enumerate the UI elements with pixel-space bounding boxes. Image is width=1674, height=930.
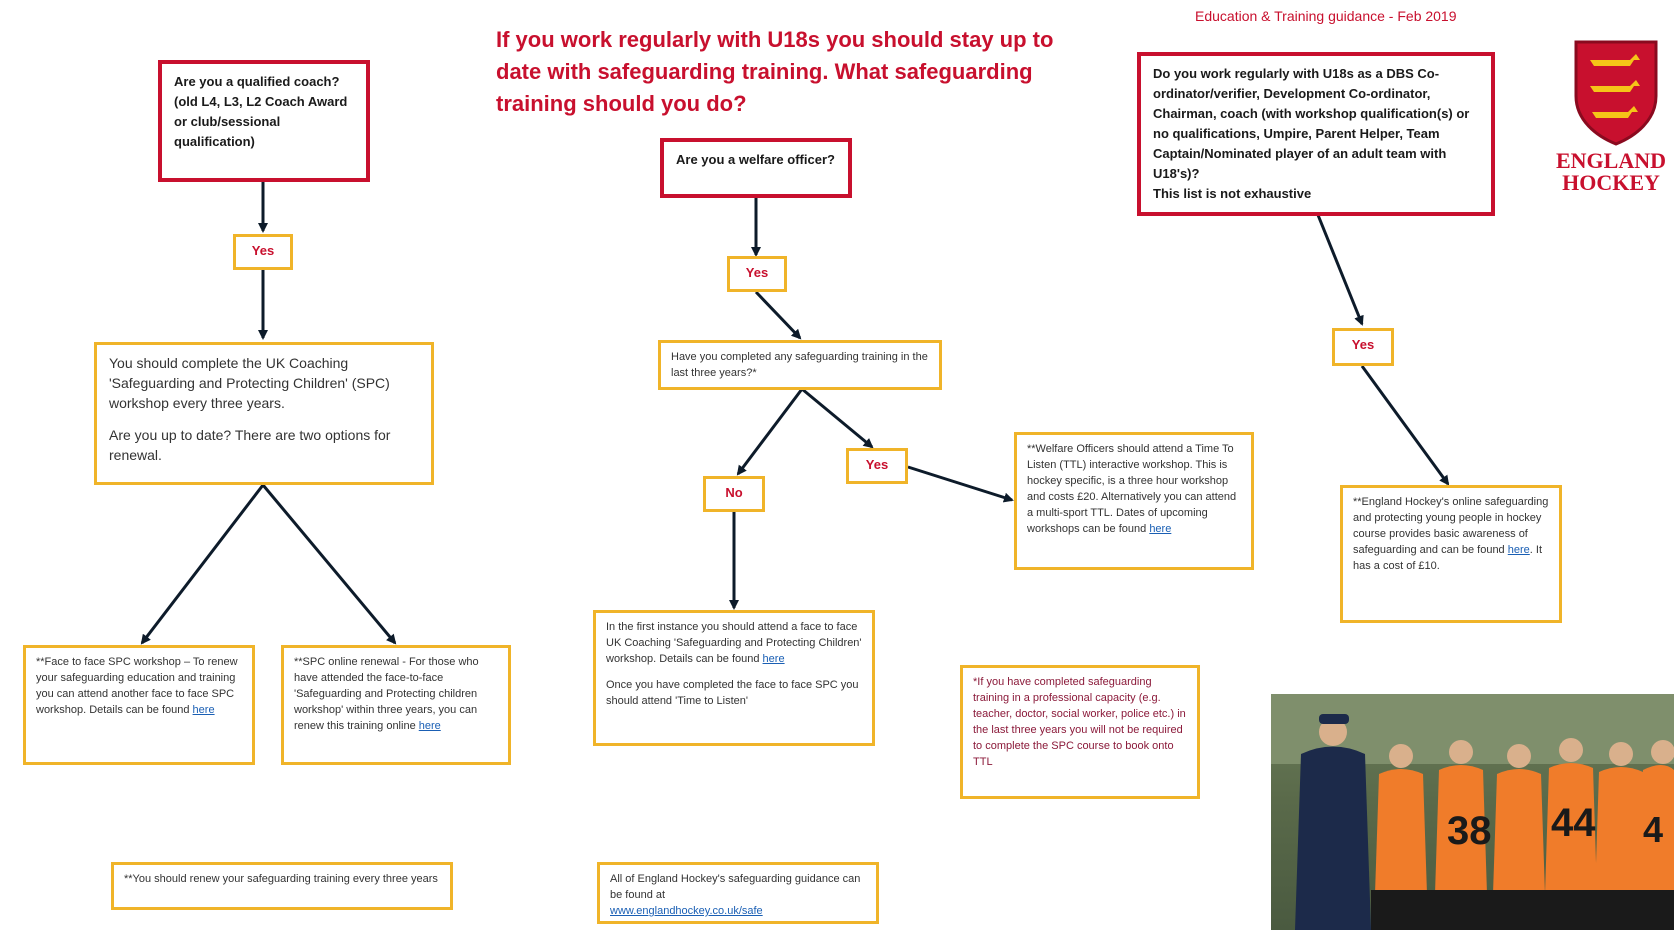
middle-question-box: Are you a welfare officer? — [660, 138, 852, 198]
left-option2-link[interactable]: here — [418, 720, 441, 732]
middle-no-info-p1: In the first instance you should attend … — [606, 621, 862, 665]
middle-ttl-box: **Welfare Officers should attend a Time … — [1014, 432, 1254, 570]
middle-footnote-text: *If you have completed safeguarding trai… — [973, 676, 1186, 768]
arrow-mid-yes-to-q2 — [754, 290, 802, 340]
middle-footnote-box: *If you have completed safeguarding trai… — [960, 665, 1200, 799]
players-group — [1371, 738, 1674, 930]
team-photo: 38 44 4 — [1271, 694, 1674, 930]
left-option1-box: **Face to face SPC workshop – To renew y… — [23, 645, 255, 765]
middle-all-guidance-text: All of England Hockey's safeguarding gui… — [610, 873, 861, 901]
right-question-text: Do you work regularly with U18s as a DBS… — [1153, 66, 1470, 181]
middle-no-info-link[interactable]: here — [762, 653, 785, 665]
left-option1-link[interactable]: here — [192, 704, 215, 716]
date-line: Education & Training guidance - Feb 2019 — [1195, 8, 1457, 24]
right-question-note: This list is not exhaustive — [1153, 186, 1312, 201]
arrow-mid-q2-to-no — [736, 388, 804, 476]
coach-figure — [1295, 714, 1371, 930]
left-yes-box: Yes — [233, 234, 293, 270]
middle-no-info-box: In the first instance you should attend … — [593, 610, 875, 746]
team-photo-art: 38 44 4 — [1271, 694, 1674, 930]
middle-yes2-box: Yes — [846, 448, 908, 484]
right-online-box: **England Hockey's online safeguarding a… — [1340, 485, 1562, 623]
left-option2-box: **SPC online renewal - For those who hav… — [281, 645, 511, 765]
right-question-box: Do you work regularly with U18s as a DBS… — [1137, 52, 1495, 216]
middle-no-info-p2: Once you have completed the face to face… — [606, 679, 859, 707]
left-option2-text: **SPC online renewal - For those who hav… — [294, 656, 479, 732]
middle-yes-box: Yes — [727, 256, 787, 292]
middle-question-text: Are you a welfare officer? — [676, 152, 835, 167]
left-info-p2: Are you up to date? There are two option… — [109, 427, 391, 463]
middle-no-box: No — [703, 476, 765, 512]
middle-all-guidance-box: All of England Hockey's safeguarding gui… — [597, 862, 879, 924]
shield-icon — [1574, 40, 1658, 146]
arrow-right-q-to-yes — [1316, 214, 1364, 326]
left-question-text: Are you a qualified coach? (old L4, L3, … — [174, 74, 348, 149]
left-info-p1: You should complete the UK Coaching 'Saf… — [109, 355, 390, 411]
right-online-text: **England Hockey's online safeguarding a… — [1353, 496, 1549, 556]
arrow-right-yes-to-online — [1360, 365, 1450, 486]
arrow-mid-yes-to-ttl — [907, 465, 1014, 503]
left-info-box: You should complete the UK Coaching 'Saf… — [94, 342, 434, 485]
left-renew-note: **You should renew your safeguarding tra… — [111, 862, 453, 910]
left-option1-text: **Face to face SPC workshop – To renew y… — [36, 656, 238, 716]
england-hockey-logo: ENGLAND HOCKEY — [1548, 38, 1674, 198]
shirt-number-4: 4 — [1643, 809, 1663, 850]
middle-q2-box: Have you completed any safeguarding trai… — [658, 340, 942, 390]
right-yes-box: Yes — [1332, 328, 1394, 366]
right-online-tail: . It has a cost of £10. — [1353, 544, 1543, 572]
brand-line2: HOCKEY — [1562, 170, 1660, 195]
middle-ttl-link[interactable]: here — [1149, 523, 1172, 535]
middle-all-guidance-link[interactable]: www.englandhockey.co.uk/safe — [610, 905, 763, 917]
brand-line1: ENGLAND — [1555, 148, 1666, 173]
arrow-left-info-to-opt1 — [140, 484, 265, 645]
arrow-left-info-to-opt2 — [261, 484, 397, 645]
page-headline: If you work regularly with U18s you shou… — [496, 27, 1054, 116]
shirt-number-44: 44 — [1551, 801, 1596, 845]
middle-ttl-text: **Welfare Officers should attend a Time … — [1027, 443, 1237, 535]
middle-q2-text: Have you completed any safeguarding trai… — [671, 351, 928, 379]
shirt-number-38: 38 — [1447, 809, 1492, 853]
right-online-link[interactable]: here — [1507, 544, 1530, 556]
arrow-mid-q2-to-yes — [801, 387, 874, 449]
left-question-box: Are you a qualified coach? (old L4, L3, … — [158, 60, 370, 182]
